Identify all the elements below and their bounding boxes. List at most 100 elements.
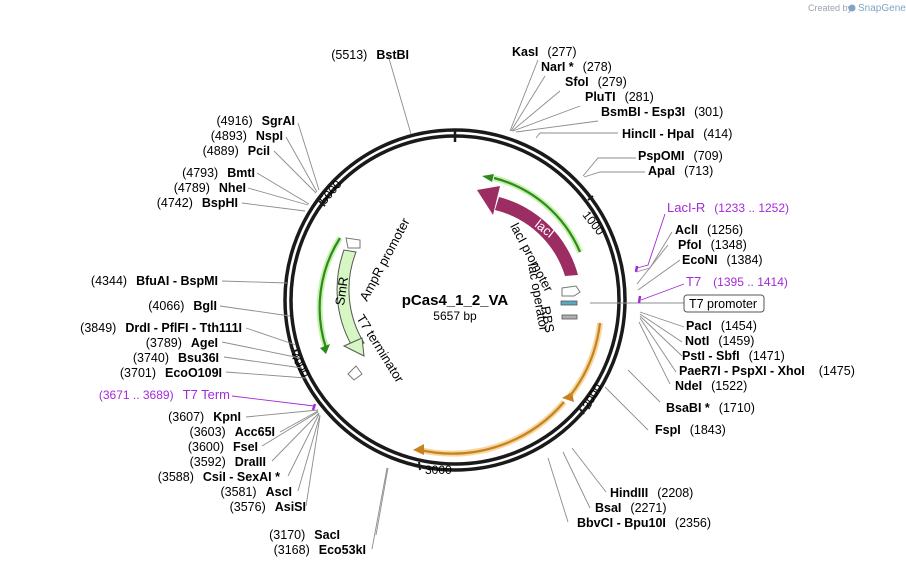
t7-term-primer-mark (311, 403, 317, 411)
site-sgrai[interactable]: (4916)SgrAI (217, 114, 295, 128)
leader-sgrai (297, 122, 320, 191)
site-noti[interactable]: NotI(1459) (685, 334, 754, 348)
orange-feature-2-arrowhead (413, 444, 424, 455)
site-ecoo109i[interactable]: (3701)EcoO109I (120, 366, 222, 380)
site-sfoi[interactable]: SfoI(279) (565, 75, 627, 89)
backbone (283, 128, 627, 472)
rbs-label: RBS (538, 305, 557, 334)
snapgene-watermark: Created by SnapGene (808, 3, 906, 14)
primer-t7-term[interactable]: (3671 .. 3689)T7 Term (99, 387, 230, 402)
ampr-promoter-arc[interactable] (318, 237, 341, 349)
rbs-glyph[interactable] (561, 314, 578, 320)
leader-noti (639, 313, 683, 343)
lac-operator-glyph[interactable] (560, 300, 578, 306)
site-fsei[interactable]: (3600)FseI (188, 440, 258, 454)
smr-feature[interactable]: SmR (332, 249, 365, 357)
primer-laci-r[interactable]: LacI-R(1233 .. 1252) (667, 200, 789, 215)
laci-arrow-head (477, 186, 500, 215)
tick-1000 (587, 195, 594, 201)
site-bsphi[interactable]: (4742)BspHI (157, 196, 238, 210)
site-eco53ki[interactable]: (3168)Eco53kI (274, 543, 366, 557)
ampr-promoter-glyph (345, 237, 361, 249)
leader-bsabi (627, 369, 661, 403)
laci-promoter-arc[interactable] (493, 176, 582, 253)
site-asisi[interactable]: (3576)AsiSI (230, 500, 306, 514)
primer-t7[interactable]: T7(1395 .. 1414) (686, 274, 788, 289)
site-pluti[interactable]: PluTI(281) (585, 90, 654, 104)
site-bstbi[interactable]: (5513)BstBI (331, 48, 409, 62)
smr-arrow-body[interactable] (336, 249, 365, 347)
leader-laci-r (636, 213, 666, 269)
leader-bgli (219, 305, 291, 317)
site-acc65i[interactable]: (3603)Acc65I (190, 425, 275, 439)
leader-paer7i (639, 317, 677, 373)
leader-t7-term (231, 395, 315, 407)
leader-lines (219, 54, 685, 550)
t7-promoter-box[interactable] (683, 294, 765, 313)
leader-bsphi (241, 202, 306, 212)
smr-label: SmR (332, 276, 351, 307)
site-paer7i[interactable]: PaeR7I - PspXI - XhoI(1475) (679, 364, 855, 378)
site-hindiii[interactable]: HindIII(2208) (610, 486, 693, 500)
leader-asisi (305, 415, 321, 507)
site-pspomi[interactable]: PspOMI(709) (638, 149, 723, 163)
t7-terminator-glyph[interactable] (347, 365, 363, 381)
site-bsmbi[interactable]: BsmBI - Esp3I(301) (601, 105, 723, 119)
leader-fspi (604, 386, 649, 431)
leader-bbvci (547, 457, 569, 523)
site-kasi[interactable]: KasI(277) (512, 45, 577, 59)
site-bfuai[interactable]: (4344)BfuAI - BspMI (91, 274, 218, 288)
site-econi[interactable]: EcoNI(1384) (682, 253, 763, 267)
site-apai[interactable]: ApaI(713) (648, 164, 713, 178)
site-bbvci[interactable]: BbvCI - Bpu10I(2356) (577, 516, 711, 530)
site-psti[interactable]: PstI - SbfI(1471) (682, 349, 785, 363)
orange-feature-1-arc[interactable] (569, 322, 602, 397)
site-agei[interactable]: (3789)AgeI (146, 336, 218, 350)
tick-2000 (579, 408, 585, 415)
leader-pfoi (636, 244, 669, 285)
site-fspi[interactable]: FspI(1843) (655, 423, 726, 437)
site-nhei[interactable]: (4789)NheI (174, 181, 246, 195)
site-bsu36i[interactable]: (3740)Bsu36I (133, 351, 219, 365)
primer-marks (311, 265, 642, 411)
leader-t7 (640, 283, 685, 301)
site-labels-left: (3170)SacI (3168)Eco53kI (3576)AsiSI (35… (80, 48, 409, 557)
site-hincii[interactable]: HincII - HpaI(414) (622, 127, 732, 141)
laci-arrow-body[interactable] (495, 197, 578, 276)
tick-3000 (418, 461, 421, 471)
leader-paci (639, 311, 685, 328)
leader-acli (635, 231, 673, 273)
site-csii[interactable]: (3588)CsiI - SexAI * (158, 470, 280, 484)
site-pfoi[interactable]: PfoI(1348) (678, 238, 747, 252)
site-bmti[interactable]: (4793)BmtI (182, 166, 255, 180)
site-draiii[interactable]: (3592)DraIII (190, 455, 266, 469)
site-nspi[interactable]: (4893)NspI (211, 129, 283, 143)
site-drdi[interactable]: (3849)DrdI - PflFI - Tth111I (80, 321, 242, 335)
leader-apai (583, 171, 645, 178)
leader-bmti (256, 172, 310, 205)
site-bgli[interactable]: (4066)BglI (148, 299, 217, 313)
site-bsai[interactable]: BsaI(2271) (595, 501, 667, 515)
primer-leader-lines (231, 213, 685, 407)
tick-label-3000: 3000 (425, 463, 452, 477)
laci-promoter-highlight (493, 175, 583, 254)
leader-nari (510, 75, 546, 132)
site-paci[interactable]: PacI(1454) (686, 319, 757, 333)
site-saci[interactable]: (3170)SacI (269, 528, 340, 542)
site-ndei[interactable]: NdeI(1522) (675, 379, 747, 393)
t7-promoter-callout[interactable]: T7 promoter (590, 294, 765, 313)
site-kpni[interactable]: (3607)KpnI (168, 410, 241, 424)
leader-econi (637, 259, 681, 291)
leader-sfoi (511, 90, 561, 132)
orange-feature-2-arc[interactable] (419, 401, 565, 455)
site-asci[interactable]: (3581)AscI (220, 485, 292, 499)
site-nari[interactable]: NarI *(278) (541, 60, 612, 74)
t7-promoter-glyph[interactable] (561, 285, 581, 297)
laci-promoter-arrowhead (482, 174, 494, 182)
orange-features (413, 322, 603, 457)
leader-hindiii (571, 447, 607, 493)
site-bsabi[interactable]: BsaBI *(1710) (666, 401, 755, 415)
site-acli[interactable]: AclI(1256) (675, 223, 743, 237)
site-pcii[interactable]: (4889)PciI (203, 144, 270, 158)
